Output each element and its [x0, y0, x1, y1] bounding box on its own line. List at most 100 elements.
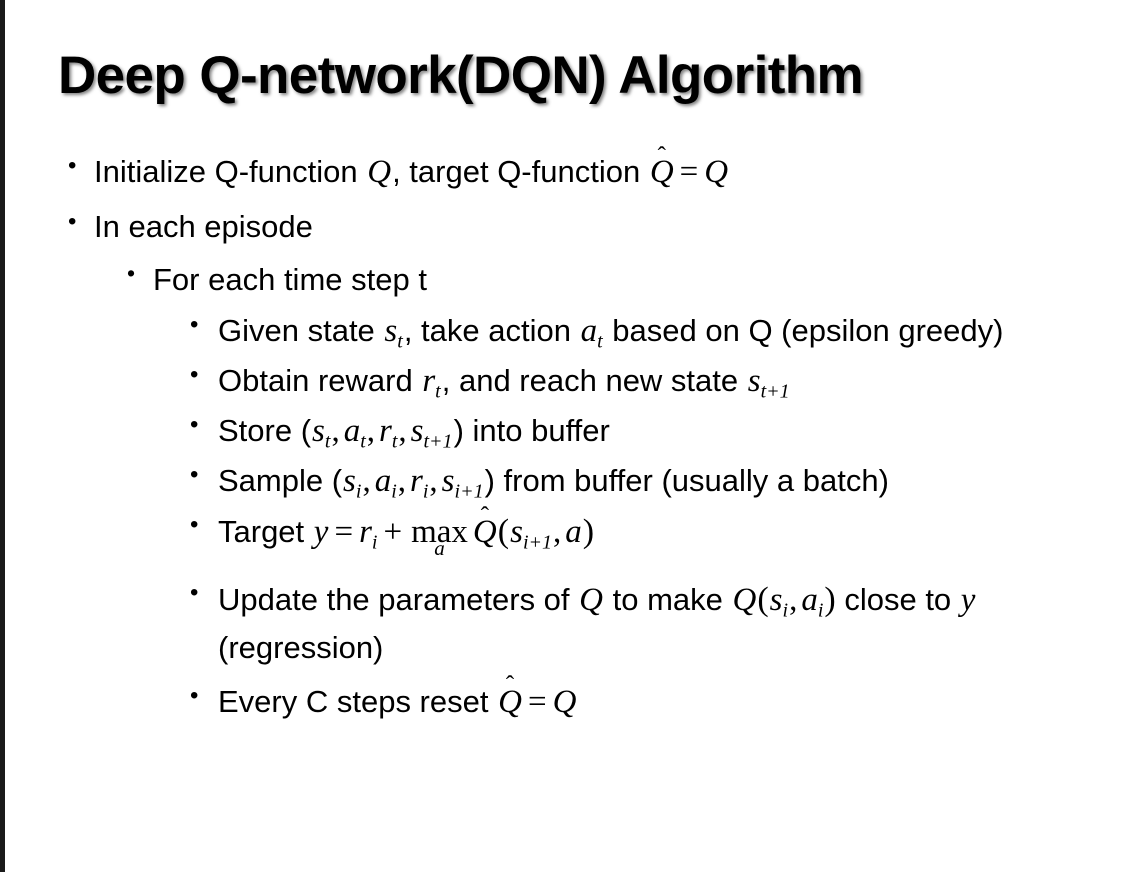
given-state-seg2: , take action [403, 312, 580, 348]
bullet-initialize-text: Initialize Q-function Q, target Q-functi… [94, 148, 1054, 196]
initialize-mid: , target Q-function [392, 154, 649, 189]
math-var-s-next: si+1 [510, 514, 552, 554]
math-var-q-tail: Q [704, 154, 729, 190]
math-var-a: ai [801, 581, 824, 622]
target-seg1: Target [218, 514, 313, 550]
math-var-q: Q [367, 154, 392, 190]
math-var-y: y [960, 581, 976, 618]
bullet-target-equation: • Target y=ri+maxâQ(si+1,a) [0, 507, 1124, 558]
math-comma: , [398, 413, 407, 450]
bullet-marker-icon: • [190, 578, 199, 606]
math-plus: + [383, 514, 403, 551]
bullet-obtain-reward: • Obtain reward rt, and reach new state … [0, 357, 1124, 405]
math-q-hat: ̂Q [498, 683, 522, 720]
math-sub-i: i [391, 480, 397, 503]
bullet-sample-batch: • Sample (si,ai,ri,si+1) from buffer (us… [0, 457, 1124, 505]
bullet-given-state-text: Given state st, take action at based on … [218, 307, 1096, 355]
math-comma: , [429, 463, 438, 500]
math-sub-i: i [817, 599, 824, 622]
math-close-paren: ) [824, 580, 836, 618]
math-var-a: ai [374, 463, 397, 503]
math-open-paren: ( [757, 580, 769, 618]
math-var-a: at [580, 312, 603, 353]
math-sub-t: t [324, 430, 331, 453]
math-var-s: si [769, 581, 789, 622]
math-var-r: ri [359, 514, 378, 554]
math-sub-t: t [391, 430, 398, 453]
math-var-q-applied: Q [732, 581, 757, 618]
math-var-r: rt [422, 362, 441, 403]
slide-left-edge-strip [0, 0, 5, 872]
sample-seg1: Sample ( [218, 463, 343, 499]
bullet-update-parameters-text: Update the parameters of Q to make Q(si,… [218, 575, 1096, 670]
bullet-in-each-episode-text: In each episode [94, 209, 313, 245]
bullet-in-each-episode: • In each episode [0, 204, 1124, 249]
bullet-reset-target-text: Every C steps reset ̂Q=Q [218, 678, 1096, 726]
math-comma: , [366, 413, 375, 450]
math-sub-i: i [355, 480, 362, 503]
math-var-s-next: st+1 [410, 413, 453, 453]
math-var-s-next: st+1 [747, 362, 790, 403]
store-seg2: ) into buffer [453, 413, 610, 449]
bullet-store-transition: • Store (st,at,rt,st+1) into buffer [0, 407, 1124, 455]
obtain-reward-seg2: , and reach new state [441, 362, 747, 398]
bullet-for-each-time-step-text: For each time step t [153, 262, 427, 298]
math-sub-t-plus-1: t+1 [760, 380, 790, 403]
bullet-marker-icon: • [190, 681, 199, 709]
math-var-q: Q [579, 581, 603, 618]
math-comma: , [362, 463, 371, 500]
bullet-marker-icon: • [190, 310, 199, 338]
bullet-store-transition-text: Store (st,at,rt,st+1) into buffer [218, 407, 1096, 455]
bullet-update-parameters: • Update the parameters of Q to make Q(s… [0, 575, 1124, 670]
math-sub-t: t [360, 430, 366, 453]
bullet-given-state: • Given state st, take action at based o… [0, 307, 1124, 355]
update-seg2: to make [604, 581, 732, 617]
math-max-limit: a [434, 535, 445, 560]
bullet-initialize: • Initialize Q-function Q, target Q-func… [0, 148, 1124, 196]
math-var-r: rt [379, 413, 398, 453]
given-state-seg3: based on Q (epsilon greedy) [603, 312, 1004, 348]
update-seg4: (regression) [218, 629, 384, 665]
math-comma: , [397, 463, 407, 500]
math-equals: = [334, 514, 354, 551]
update-seg3: close to [835, 581, 960, 617]
math-var-a: a [565, 514, 582, 551]
math-open-paren: ( [497, 513, 510, 551]
sample-seg2: ) from buffer (usually a batch) [484, 463, 889, 499]
math-var-a: at [343, 413, 366, 453]
slide-body: • Initialize Q-function Q, target Q-func… [0, 148, 1124, 728]
reset-seg1: Every C steps reset [218, 683, 498, 719]
math-var-q-tail: Q [552, 683, 577, 720]
math-comma: , [553, 514, 562, 551]
bullet-target-equation-text: Target y=ri+maxâQ(si+1,a) [218, 507, 1096, 558]
math-sub-i-plus-1: i+1 [522, 531, 552, 554]
math-var-r: ri [410, 463, 429, 503]
bullet-marker-icon: • [190, 411, 199, 439]
math-sub-t: t [435, 380, 441, 403]
bullet-obtain-reward-text: Obtain reward rt, and reach new state st… [218, 357, 1096, 405]
math-sub-i: i [422, 480, 429, 503]
bullet-marker-icon: • [127, 260, 136, 287]
math-var-y: y [313, 514, 329, 551]
math-comma: , [789, 581, 798, 618]
given-state-seg1: Given state [218, 312, 384, 348]
bullet-marker-icon: • [190, 511, 199, 539]
math-sub-t: t [397, 330, 403, 353]
update-seg1: Update the parameters of [218, 581, 579, 617]
math-var-s-next: si+1 [441, 463, 484, 503]
bullet-marker-icon: • [68, 152, 77, 179]
math-sub-t-plus-1: t+1 [423, 430, 453, 453]
math-var-s: st [384, 312, 403, 353]
bullet-marker-icon: • [190, 360, 199, 388]
math-sub-t: t [597, 330, 603, 353]
obtain-reward-seg1: Obtain reward [218, 362, 422, 398]
math-close-paren: ) [582, 513, 595, 551]
initialize-prefix: Initialize Q-function [94, 154, 367, 189]
bullet-sample-batch-text: Sample (si,ai,ri,si+1) from buffer (usua… [218, 457, 1096, 505]
math-q-hat: ̂Q [472, 514, 497, 551]
bullet-marker-icon: • [190, 461, 199, 489]
math-var-s: si [343, 463, 362, 503]
math-sub-i-plus-1: i+1 [454, 480, 484, 503]
